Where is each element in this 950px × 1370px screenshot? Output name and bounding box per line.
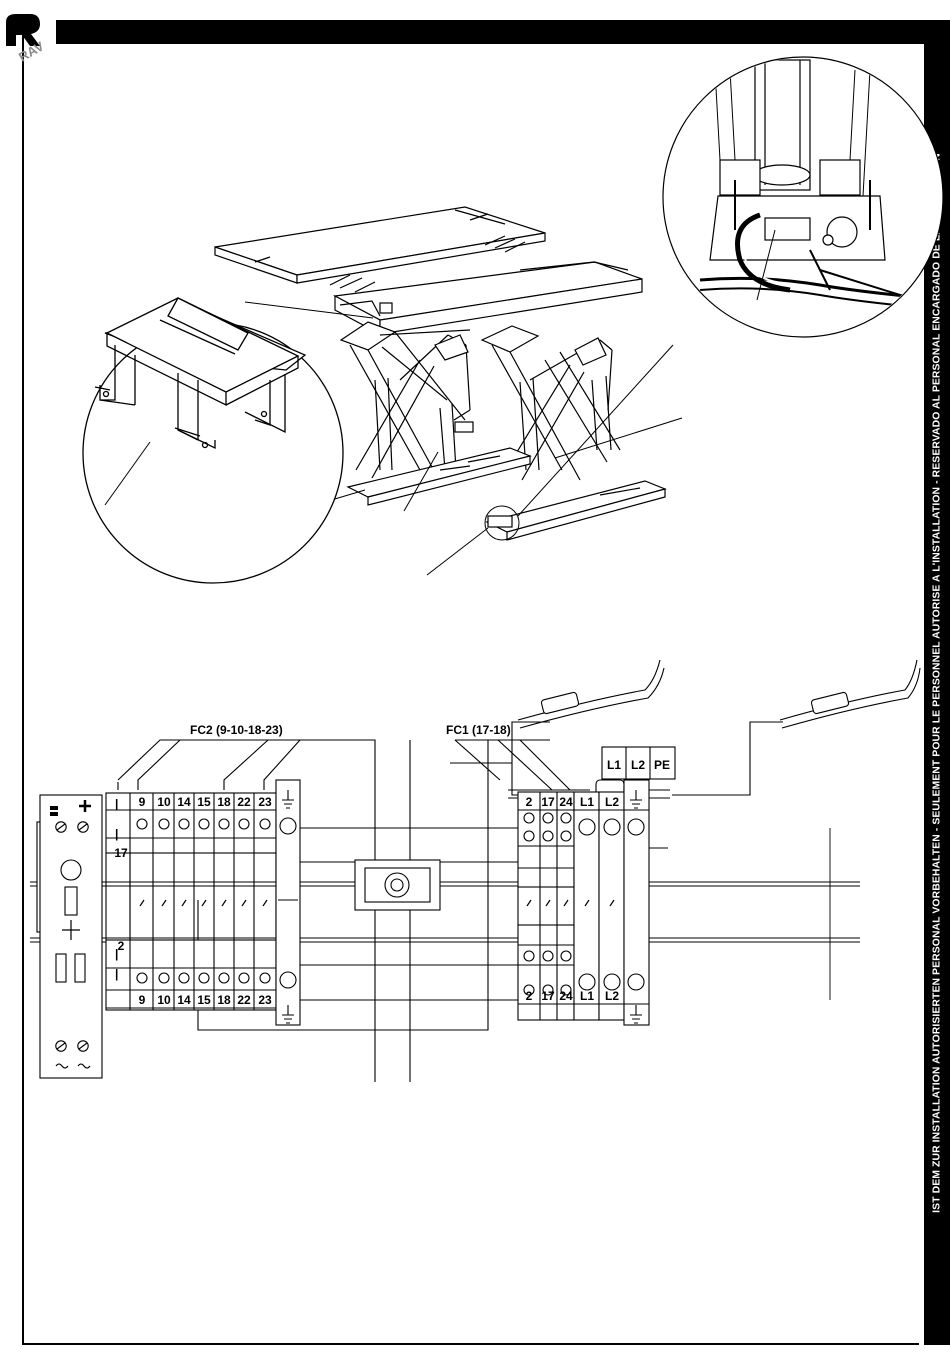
terminal-screw [524,831,534,841]
fc2-label: FC2 (9-10-18-23) [190,723,283,737]
right-top-terminal-label: 17 [541,795,555,809]
terminal-screw [159,819,169,829]
terminal-screw [179,973,189,983]
terminal-screw [561,831,571,841]
terminal-screw [543,831,553,841]
link-mark [242,900,246,906]
supply-label: PE [654,758,670,772]
right-top-terminal-label: L1 [580,795,594,809]
terminal-screw [561,951,571,961]
terminal-screw [543,951,553,961]
svg-text:|: | [115,947,118,961]
terminal-screw [137,819,147,829]
left-bottom-terminal-label: 15 [197,993,211,1007]
terminal-screw [543,813,553,823]
terminal-screw [199,819,209,829]
left-top-terminal-label: 9 [139,795,146,809]
right-bottom-terminal-label: 2 [526,989,533,1003]
right-top-terminal-label: 2 [526,795,533,809]
cylinder-detail [663,57,945,337]
supply-label: L2 [631,758,645,772]
logo-text: RAV [16,38,47,64]
svg-text:|: | [115,827,118,841]
svg-text:|: | [115,967,118,981]
right-bottom-terminal-label: 17 [541,989,555,1003]
terminal-screw [159,973,169,983]
right-top-terminal-label: 24 [559,795,573,809]
terminal-screw [199,973,209,983]
link-mark [222,900,226,906]
bracket-detail [83,298,343,583]
terminal-screw [219,819,229,829]
side-label: 2 [118,939,125,953]
left-top-terminal-label: 18 [217,795,231,809]
right-bottom-terminal-label: L1 [580,989,594,1003]
left-bottom-terminal-label: 14 [177,993,191,1007]
left-top-terminal-label: 23 [258,795,272,809]
left-bottom-terminal-label: 22 [237,993,251,1007]
right-bottom-terminal-label: L2 [605,989,619,1003]
left-top-terminal-label: 10 [157,795,171,809]
left-bottom-terminal-label: 23 [258,993,272,1007]
supply-labels: L1 L2 PE [607,758,670,772]
left-side-labels: 17 2 [114,846,128,953]
terminal-screw [239,819,249,829]
left-bottom-terminal-label: 10 [157,993,171,1007]
link-mark [202,900,206,906]
link-mark [527,900,531,906]
fc1-label: FC1 (17-18) [446,723,511,737]
terminal-screw [260,819,270,829]
terminal-screw [524,951,534,961]
left-bottom-terminal-label: 9 [139,993,146,1007]
terminal-screw [561,813,571,823]
link-mark [546,900,550,906]
link-mark [140,900,144,906]
left-top-terminal-label: 15 [197,795,211,809]
link-mark [564,900,568,906]
terminal-screw [137,973,147,983]
terminal-screw [260,973,270,983]
right-bottom-terminal-label: 24 [559,989,573,1003]
wiring-diagram [30,740,860,1082]
supply-label: L1 [607,758,621,772]
terminal-screw [524,813,534,823]
svg-text:|: | [115,797,118,811]
side-label: 17 [114,846,128,860]
left-bottom-terminal-label: 18 [217,993,231,1007]
right-top-terminal-label: L2 [605,795,619,809]
link-mark [263,900,267,906]
rav-logo: RAV [6,14,47,65]
link-mark [162,900,166,906]
left-top-terminal-label: 14 [177,795,191,809]
link-mark [182,900,186,906]
left-top-terminal-label: 22 [237,795,251,809]
terminal-screw [179,819,189,829]
terminal-screw [239,973,249,983]
terminal-screw [219,973,229,983]
